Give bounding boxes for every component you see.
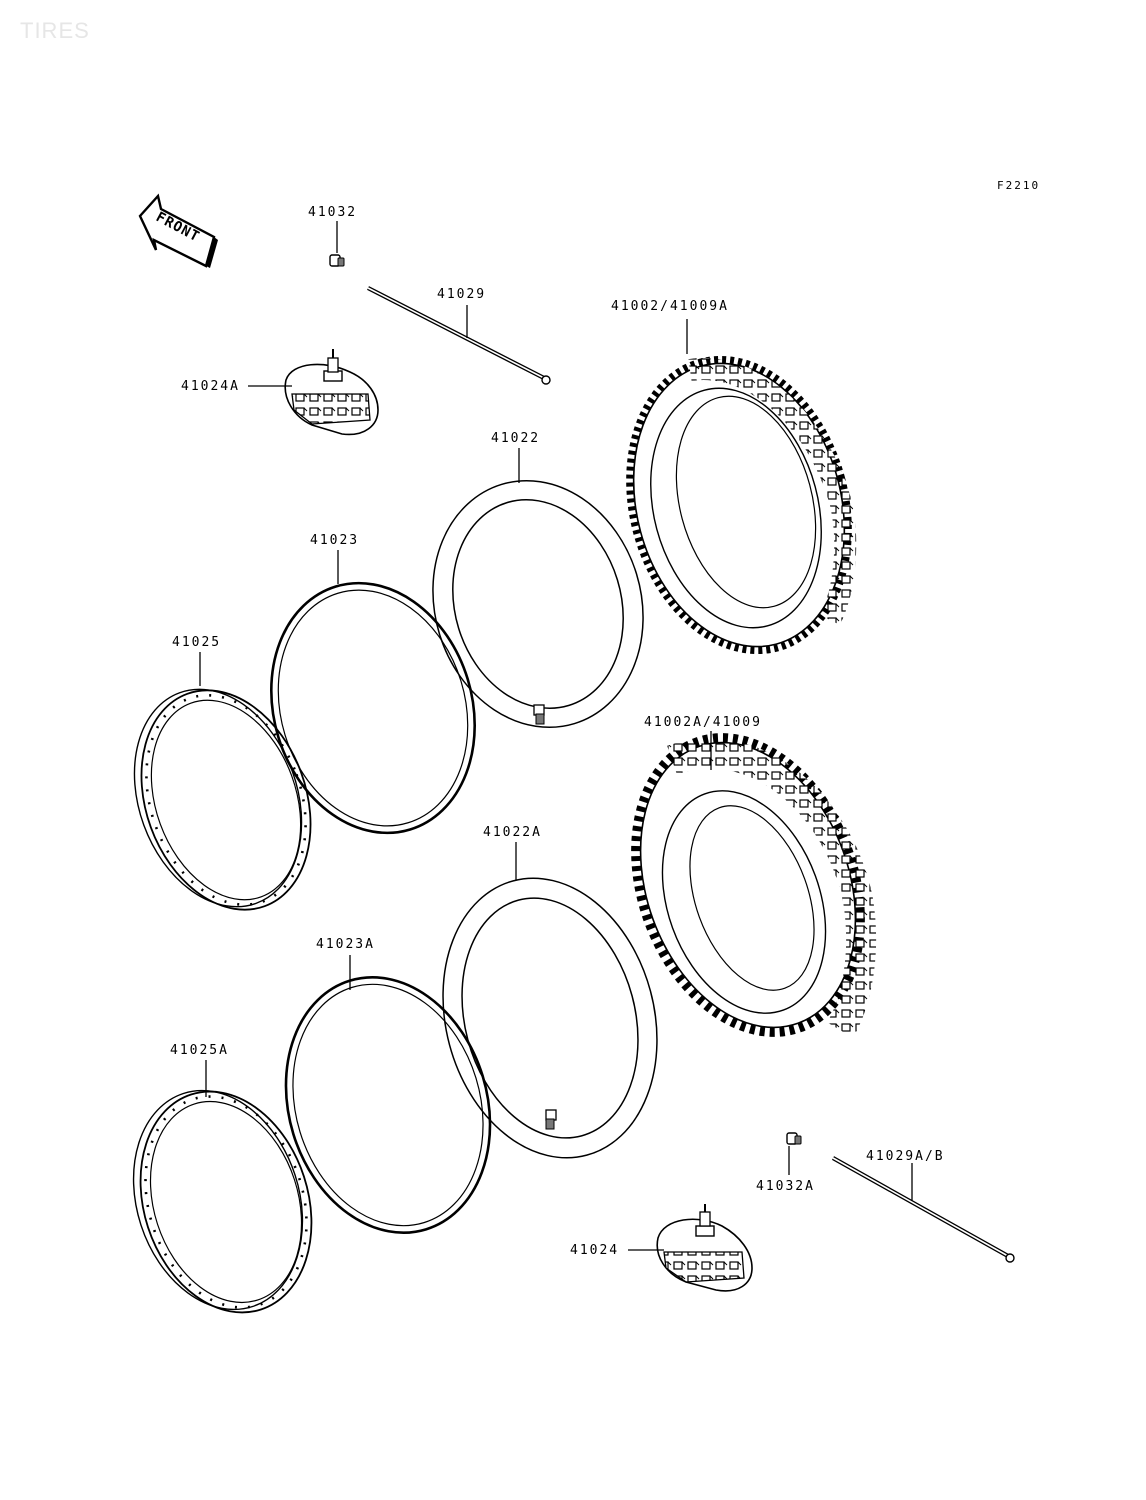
section-title: TIRES bbox=[20, 18, 90, 43]
part-number-41029ab: 41029A/B bbox=[866, 1149, 945, 1164]
rim-flap-icon bbox=[628, 1204, 753, 1292]
valve-cap-icon bbox=[786, 1132, 802, 1175]
rim-icon bbox=[133, 652, 312, 911]
part-number-41029: 41029 bbox=[437, 287, 487, 302]
part-number-41025a: 41025A bbox=[170, 1043, 229, 1058]
rim-icon bbox=[132, 1060, 313, 1314]
valve-cap-icon bbox=[329, 221, 345, 267]
part-number-41022: 41022 bbox=[491, 431, 541, 446]
rear-tire-icon bbox=[626, 319, 857, 655]
spoke-icon bbox=[367, 286, 551, 385]
part-number-41032: 41032 bbox=[308, 205, 358, 220]
inner-tube-icon bbox=[432, 448, 644, 729]
part-number-41002-41009a: 41002/41009A bbox=[611, 299, 729, 314]
front-arrow-icon: FRONT bbox=[138, 193, 218, 268]
part-number-41032a: 41032A bbox=[756, 1179, 815, 1194]
part-number-41023a: 41023A bbox=[316, 937, 375, 952]
part-number-41002a-41009: 41002A/41009 bbox=[644, 715, 762, 730]
part-number-41023: 41023 bbox=[310, 533, 360, 548]
part-number-41022a: 41022A bbox=[483, 825, 542, 840]
rim-flap-icon bbox=[248, 349, 379, 436]
spoke-icon bbox=[831, 1156, 1015, 1263]
rim-tape-icon bbox=[270, 550, 476, 835]
figure-code: F2210 bbox=[997, 179, 1041, 192]
part-number-41024a: 41024A bbox=[181, 379, 240, 394]
part-number-41025: 41025 bbox=[172, 635, 222, 650]
rim-tape-icon bbox=[284, 955, 492, 1234]
inner-tube-icon bbox=[442, 842, 658, 1159]
part-number-41024: 41024 bbox=[570, 1243, 620, 1258]
front-tire-icon bbox=[631, 731, 877, 1038]
